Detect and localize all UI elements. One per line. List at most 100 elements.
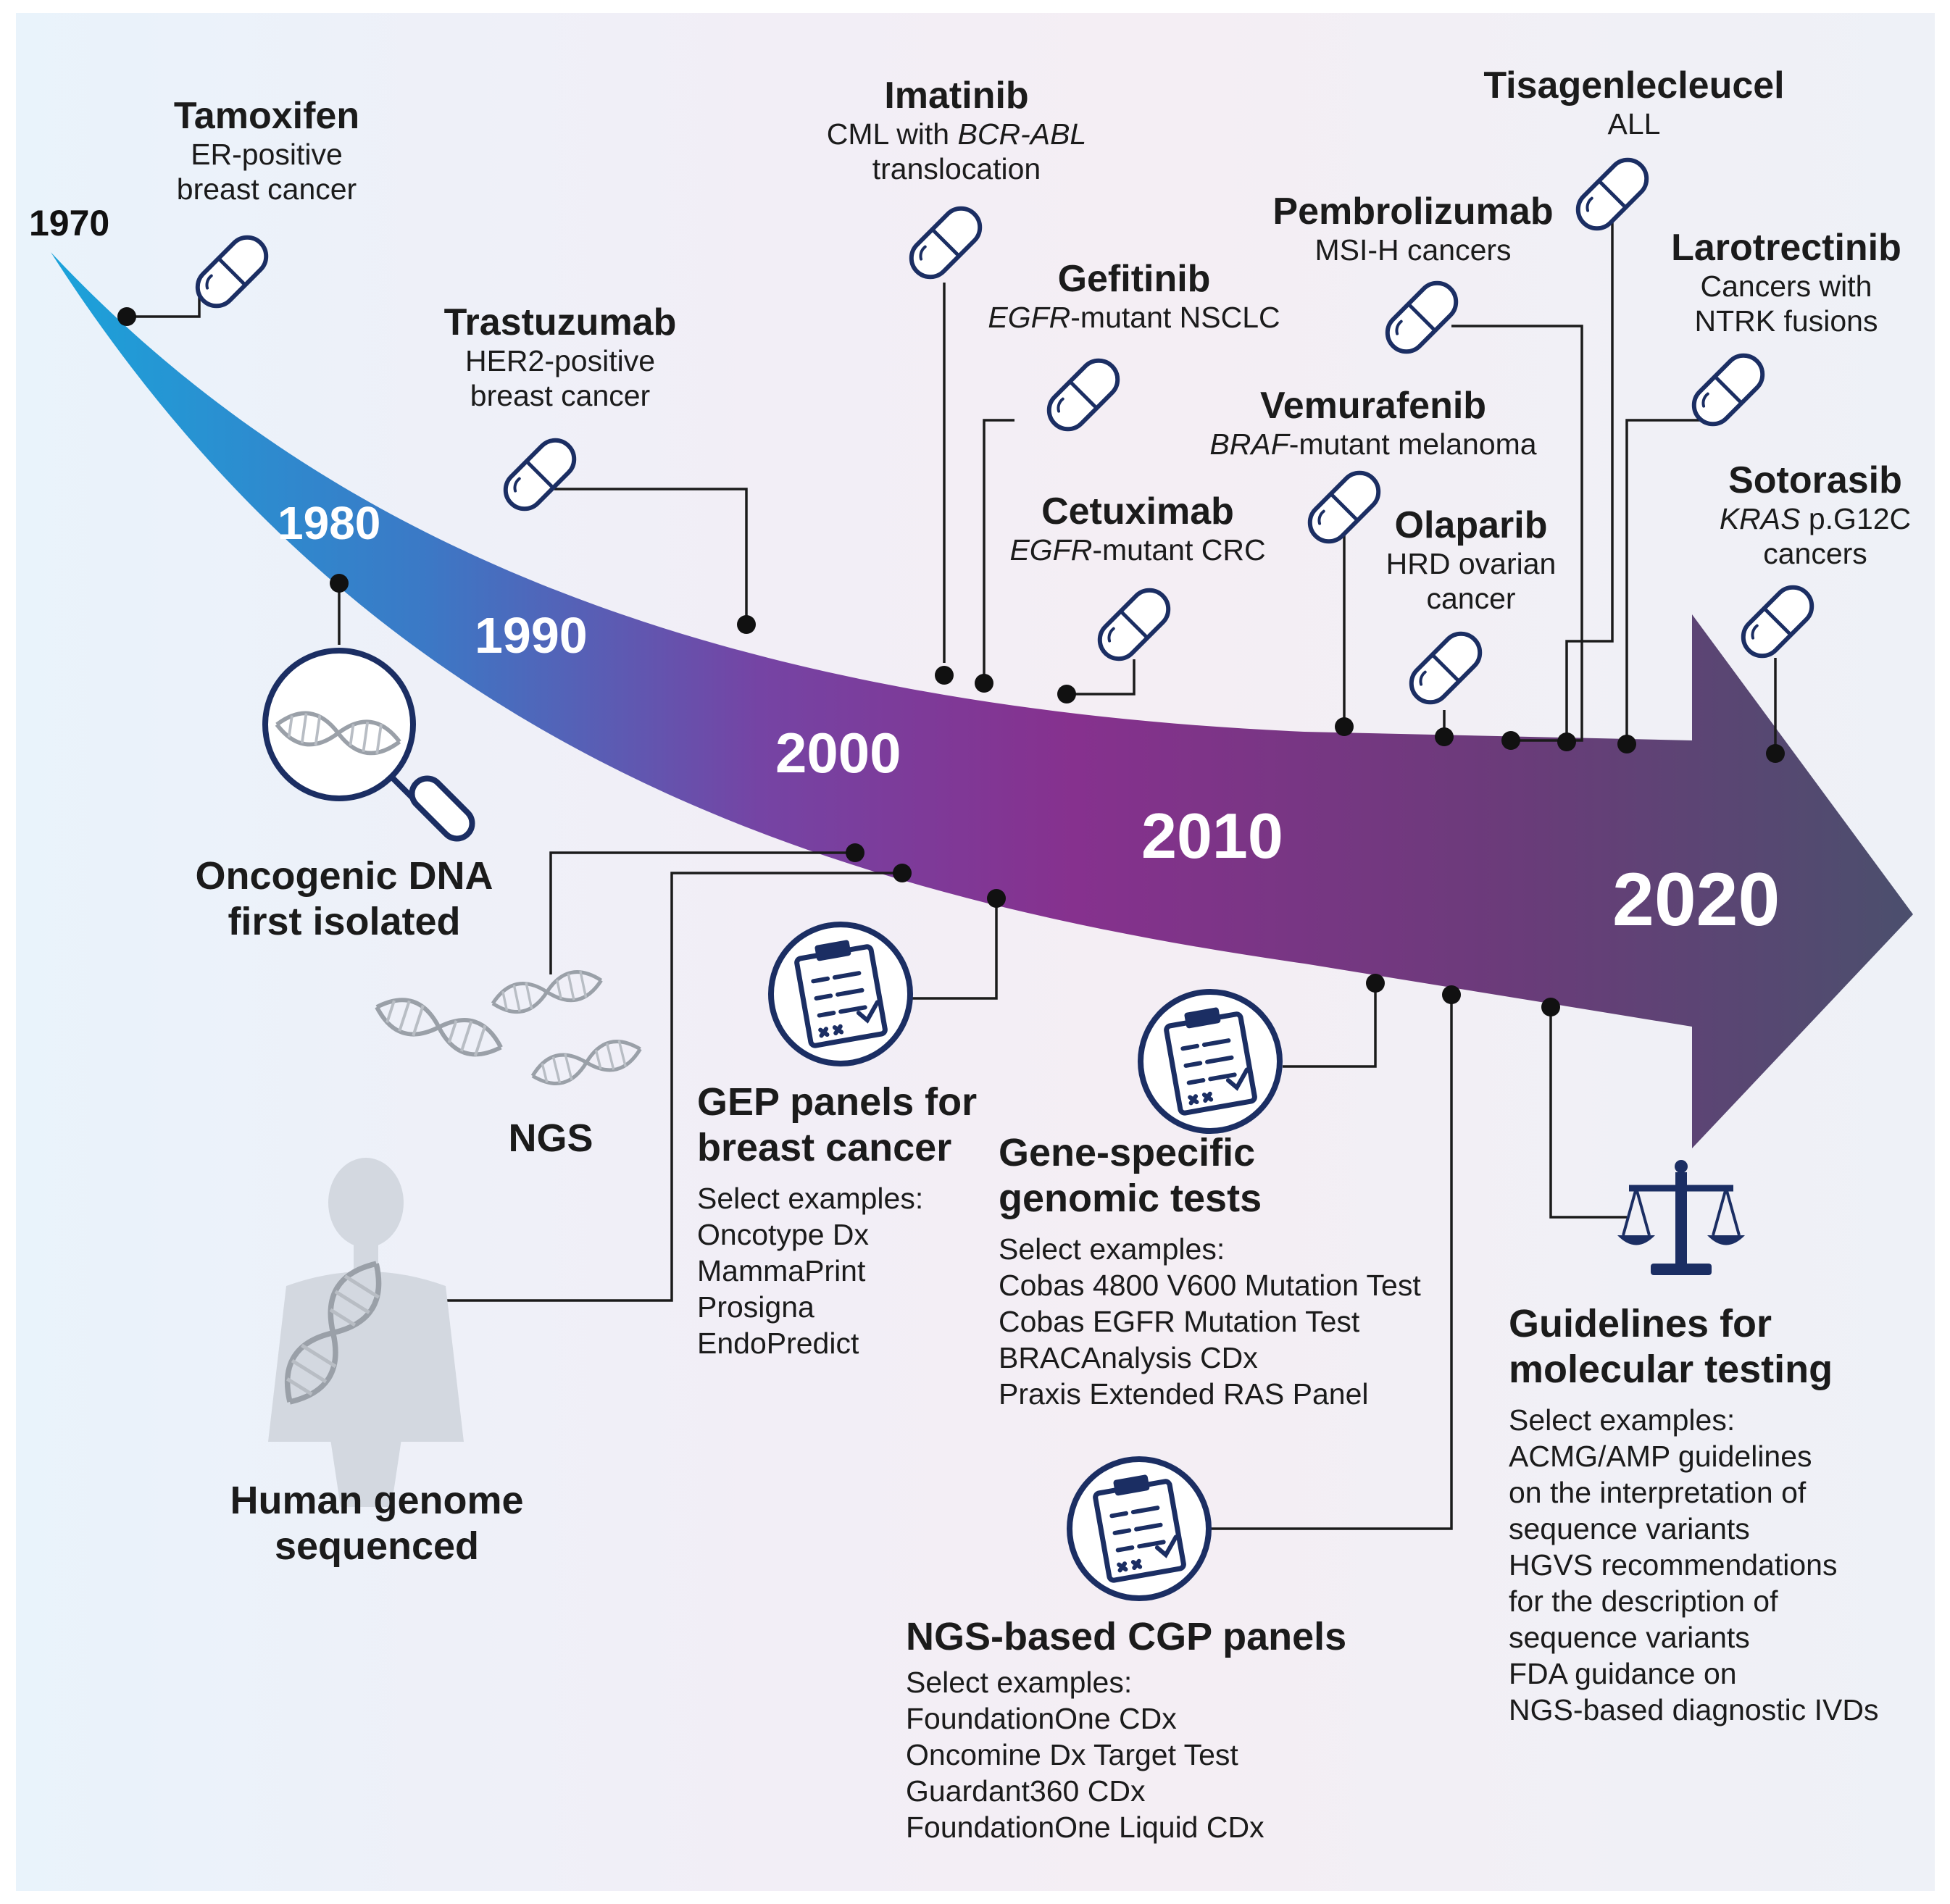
drug-indication: KRAS p.G12C cancers [1696,502,1935,571]
drug-sotorasib: Sotorasib KRAS p.G12C cancers [1696,459,1935,571]
timeline-dots [117,307,1785,1016]
example-item: Guardant360 CDx [906,1774,1146,1808]
drug-trastuzumab: Trastuzumab HER2-positive breast cancer [393,301,727,413]
pill-icon [1092,583,1176,667]
drug-indication: BRAF-mutant melanoma [1174,427,1572,462]
drug-name: Vemurafenib [1259,385,1487,427]
test-title: NGS-based CGP panels [906,1615,1347,1658]
indication-text: p.G12C cancers [1763,502,1912,570]
year-label-2020: 2020 [1612,858,1780,942]
examples-intro: Select examples: [999,1232,1225,1266]
drug-indication: EGFR-mutant NSCLC [942,301,1326,335]
example-item: HGVS recommendations for the description… [1509,1548,1838,1655]
indication-text: CML with [826,117,958,151]
drug-cetuximab: Cetuximab EGFR-mutant CRC [949,490,1326,568]
clipboard-icon [1141,992,1280,1131]
event-oncogenic-dna: Oncogenic DNA first isolated [195,854,493,943]
indication-text: -mutant NSCLC [1070,301,1280,335]
example-item: FoundationOne Liquid CDx [906,1810,1264,1844]
pill-icon [1404,626,1488,710]
drug-name: Larotrectinib [1671,227,1901,269]
drug-name: Tamoxifen [173,95,360,137]
indication-gene: EGFR [1009,533,1093,567]
drug-pembrolizumab: Pembrolizumab MSI-H cancers [1239,190,1587,268]
drug-indication: EGFR-mutant CRC [949,533,1326,568]
dna-helix-icon [372,992,506,1063]
drug-imatinib: Imatinib CML with BCR-ABL translocation [783,74,1130,186]
indication-gene: BRAF [1209,427,1289,462]
test-title: Gene-specific genomic tests [999,1131,1262,1220]
drug-indication: ALL [1607,107,1661,141]
year-label-1970: 1970 [29,203,110,243]
scales-icon [1617,1160,1745,1275]
example-item: Oncomine Dx Target Test [906,1737,1238,1771]
magnifier-dna-icon [262,648,475,842]
example-item: EndoPredict [697,1327,859,1361]
human-silhouette-icon [268,1158,464,1507]
pill-icon [1736,580,1820,664]
pill-icon [1380,275,1464,359]
drug-indication: MSI-H cancers [1314,233,1512,267]
example-item: MammaPrint [697,1254,866,1288]
drug-name: Gefitinib [1057,258,1211,300]
test-guidelines: Guidelines for molecular testing Select … [1509,1301,1878,1728]
test-gene-specific: Gene-specific genomic tests Select examp… [999,1130,1421,1412]
year-label-2000: 2000 [775,721,901,785]
test-title: GEP panels for breast cancer [697,1080,978,1169]
test-gep-panels: GEP panels for breast cancer Select exam… [697,1080,977,1361]
drug-tisagenlecleucel: Tisagenlecleucel ALL [1460,64,1808,142]
example-item: Praxis Extended RAS Panel [999,1377,1369,1411]
example-item: Oncotype Dx [697,1218,869,1252]
event-ngs: NGS [508,1116,593,1160]
drug-indication: HRD ovarian cancer [1386,547,1557,615]
year-label-1980: 1980 [278,497,381,549]
test-cgp-panels: NGS-based CGP panels Select examples: Fo… [906,1614,1346,1845]
pill-icon [190,230,274,314]
drug-name: Olaparib [1394,504,1548,546]
example-item: Cobas 4800 V600 Mutation Test [999,1269,1421,1303]
indication-gene: KRAS [1719,502,1801,536]
drug-indication: Cancers with NTRK fusions [1694,270,1878,338]
drug-name: Imatinib [884,75,1029,117]
drug-indication: CML with BCR-ABL translocation [783,117,1130,186]
drug-indication: ER-positive breast cancer [176,138,357,206]
indication-text: -mutant melanoma [1288,427,1537,462]
clipboard-icon [1070,1459,1209,1598]
indication-text: translocation [872,151,1041,185]
drug-indication: HER2-positive breast cancer [464,344,656,412]
connectors [127,221,1777,1530]
indication-gene: EGFR [988,301,1071,335]
example-item: FDA guidance on NGS-based diagnostic IVD… [1509,1657,1879,1727]
indication-gene: BCR-ABL [957,117,1087,151]
drug-vemurafenib: Vemurafenib BRAF-mutant melanoma [1174,384,1572,462]
drug-name: Pembrolizumab [1272,191,1554,233]
drug-name: Tisagenlecleucel [1483,64,1785,107]
indication-text: -mutant CRC [1092,533,1266,567]
drug-tamoxifen: Tamoxifen ER-positive breast cancer [122,94,412,206]
dna-helix-icon [529,1035,643,1089]
event-human-genome: Human genome sequenced [230,1479,524,1568]
pill-icon [498,433,582,517]
pill-icon [1041,353,1125,437]
pill-icon [1686,348,1770,432]
timeline-arrow [51,252,1913,1148]
example-item: FoundationOne CDx [906,1701,1177,1735]
clipboard-icon [771,924,910,1064]
examples-intro: Select examples: [1509,1403,1736,1437]
test-title: Guidelines for molecular testing [1509,1302,1833,1391]
examples-intro: Select examples: [906,1665,1133,1699]
drug-name: Cetuximab [1041,490,1234,533]
drug-name: Sotorasib [1728,459,1902,501]
dna-helix-icon [490,966,604,1016]
year-label-1990: 1990 [475,607,588,664]
example-item: Prosigna [697,1290,814,1324]
example-item: ACMG/AMP guidelines on the interpretatio… [1509,1440,1812,1546]
drug-larotrectinib: Larotrectinib Cancers with NTRK fusions [1641,226,1931,338]
drug-name: Trastuzumab [443,301,677,343]
example-item: BRACAnalysis CDx [999,1341,1258,1375]
examples-intro: Select examples: [697,1182,924,1216]
example-item: Cobas EGFR Mutation Test [999,1305,1360,1339]
drug-gefitinib: Gefitinib EGFR-mutant NSCLC [942,257,1326,335]
